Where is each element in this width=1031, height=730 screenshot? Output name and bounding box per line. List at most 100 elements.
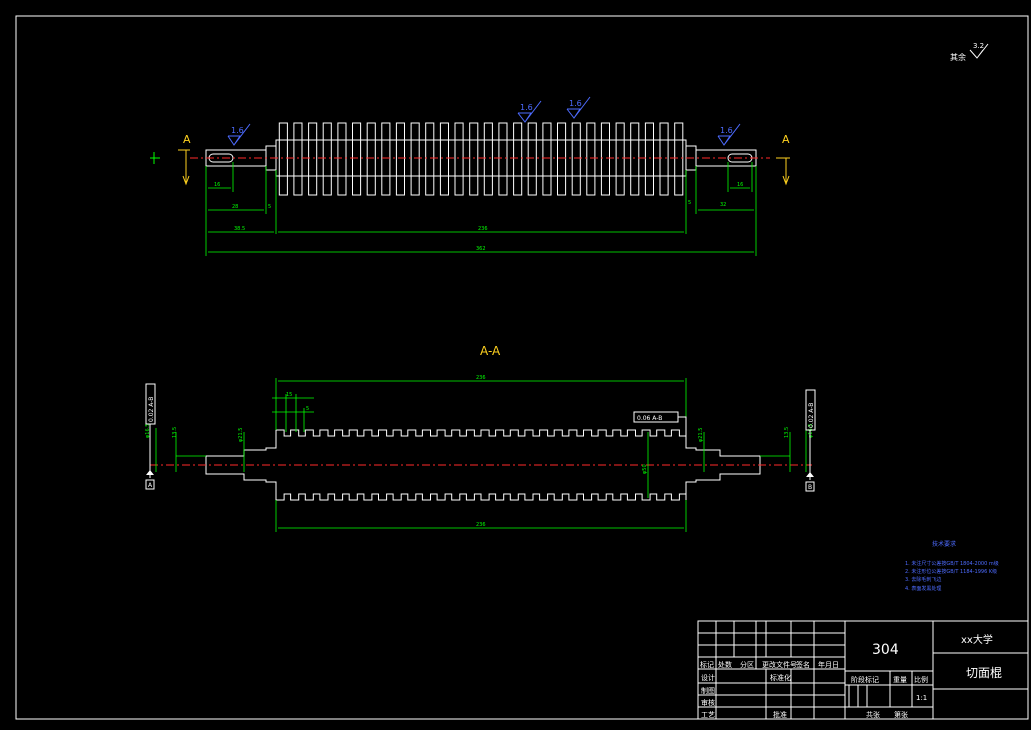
section-body: [205, 429, 761, 501]
dim-inner-dia: φ50: [642, 464, 648, 474]
dim-left-shoulder: 5: [268, 204, 271, 210]
role-process: 工艺: [701, 711, 715, 719]
roller-fin: [322, 122, 332, 196]
dim-right-neck: φ21.5: [698, 428, 704, 442]
tolerance-right: 0.02 A-B: [805, 389, 816, 480]
roller-fin: [278, 122, 288, 196]
tolerance-mid-text: 0.06 A-B: [637, 415, 662, 422]
standardization-label: 标准化: [770, 673, 791, 682]
roller-fin: [366, 122, 376, 196]
header-date: 年月日: [818, 660, 839, 669]
roller-fin: [439, 122, 449, 196]
roughness-value-4: 1.6: [720, 126, 733, 135]
roller-fin: [659, 122, 669, 196]
datum-triangle-icon: [146, 470, 154, 475]
header-sign: 签名: [796, 660, 810, 669]
section-letter-right: A: [782, 133, 790, 146]
scale-label: 比例: [914, 675, 928, 684]
section-letter-left: A: [183, 133, 191, 146]
roughness-icon: [517, 100, 542, 123]
datum-left-label: A: [148, 482, 153, 489]
roller-fin: [308, 122, 318, 196]
roughness-icon: [566, 96, 591, 119]
datum-right: B: [805, 472, 815, 492]
material-label: 304: [872, 642, 899, 658]
sheet-number: 第张: [894, 710, 908, 719]
roller-fin: [483, 122, 493, 196]
dim-bottom-length: 236: [476, 522, 486, 528]
dim-right-shaft: 32: [720, 202, 726, 208]
dim-right-dia: φ16.5: [808, 424, 814, 438]
role-drafting: 制图: [701, 686, 715, 695]
header-file: 更改文件号: [762, 660, 797, 669]
roller-fin: [513, 122, 523, 196]
roughness-mark: 1.6: [517, 100, 542, 123]
tech-requirements-title: 技术要求: [932, 540, 956, 548]
roller-fin: [600, 122, 611, 196]
dim-left-shaft: 28: [232, 204, 238, 210]
dim-left-depth: 13.5: [172, 427, 178, 438]
roughness-icon: [227, 123, 251, 146]
roller-fin: [469, 122, 479, 196]
roller-fin: [542, 122, 552, 196]
roller-fin: [630, 122, 640, 196]
roller-fin: [615, 122, 625, 196]
tech-requirement-1: 1. 未注尺寸公差按GB/T 1804-2000 m级: [905, 560, 999, 567]
roller-fin: [644, 122, 655, 196]
tolerance-left: 0.02 A-B: [145, 383, 156, 478]
tolerance-mid: 0.06 A-B: [633, 411, 687, 430]
roller-fin: [293, 122, 303, 196]
drawing-frame: [15, 15, 1029, 720]
tech-requirement-2: 2. 未注形位公差按GB/T 1184-1996 K级: [905, 568, 997, 575]
dim-overall: 362: [476, 246, 486, 252]
section-arrow-right-icon: [776, 157, 790, 186]
roughness-value-3: 1.6: [569, 99, 582, 108]
corner-roughness-symbol: 其余 3.2: [950, 42, 989, 62]
corner-roughness-label: 其余: [950, 52, 966, 62]
part-name-label: 切面棍: [966, 666, 1002, 680]
corner-roughness-value: 3.2: [973, 42, 984, 50]
dim-pitch-a: 15: [286, 392, 292, 398]
tolerance-left-text: 0.02 A-B: [148, 397, 155, 422]
stage-mark-label: 阶段标记: [851, 675, 879, 684]
roller-fin: [454, 122, 464, 196]
title-block: 304 xx大学 切面棍 标记 处数 分区 更改文件号 签名 年月日 设计 制图…: [697, 620, 1029, 720]
roughness-icon: [717, 123, 741, 146]
roughness-mark: 1.6: [227, 123, 251, 146]
roughness-value-2: 1.6: [520, 103, 533, 112]
front-view: A A 1.6 1.6 1.6 1.6 16 16 28: [150, 96, 790, 256]
dim-left-neck: φ21.5: [238, 428, 244, 442]
dim-roller: 236: [478, 226, 488, 232]
roughness-mark: 1.6: [717, 123, 741, 146]
tech-requirements: 技术要求 1. 未注尺寸公差按GB/T 1804-2000 m级 2. 未注形位…: [905, 540, 999, 592]
roughness-value-1: 1.6: [231, 126, 244, 135]
weight-label: 重量: [893, 676, 907, 684]
dim-right-keyway: 16: [737, 182, 743, 188]
roller-fin: [410, 122, 420, 196]
datum-left: A: [145, 470, 155, 490]
roller-fin: [337, 122, 347, 196]
roller-fin: [381, 122, 391, 196]
roller-fin: [395, 122, 405, 196]
header-zone: 分区: [740, 660, 754, 669]
dim-left-keyway: 16: [214, 182, 220, 188]
header-count: 处数: [718, 660, 732, 669]
roller-fin: [571, 122, 581, 196]
roller-fin: [586, 122, 596, 196]
roller-fin: [498, 122, 508, 196]
dim-left-total: 38.5: [234, 226, 245, 232]
dim-top-length: 236: [476, 375, 486, 381]
approve-label: 批准: [773, 710, 787, 719]
roller-fin: [527, 122, 537, 196]
cut-mark-left-icon: [150, 152, 160, 164]
roller-fins: [275, 122, 687, 196]
header-mark: 标记: [700, 660, 714, 669]
datum-triangle-icon: [806, 472, 814, 477]
roughness-icon: [969, 43, 989, 59]
school-label: xx大学: [961, 633, 993, 646]
section-dimensions: 236 15 5 236 φ16.5 13.5 φ21.5 φ16.5 13.5…: [145, 375, 814, 532]
tolerance-right-text: 0.02 A-B: [808, 403, 815, 428]
section-view: A-A 236 15 5 236 φ16.5 13.5 φ21.5 φ16.5 …: [145, 344, 816, 532]
role-review: 审核: [701, 698, 715, 707]
